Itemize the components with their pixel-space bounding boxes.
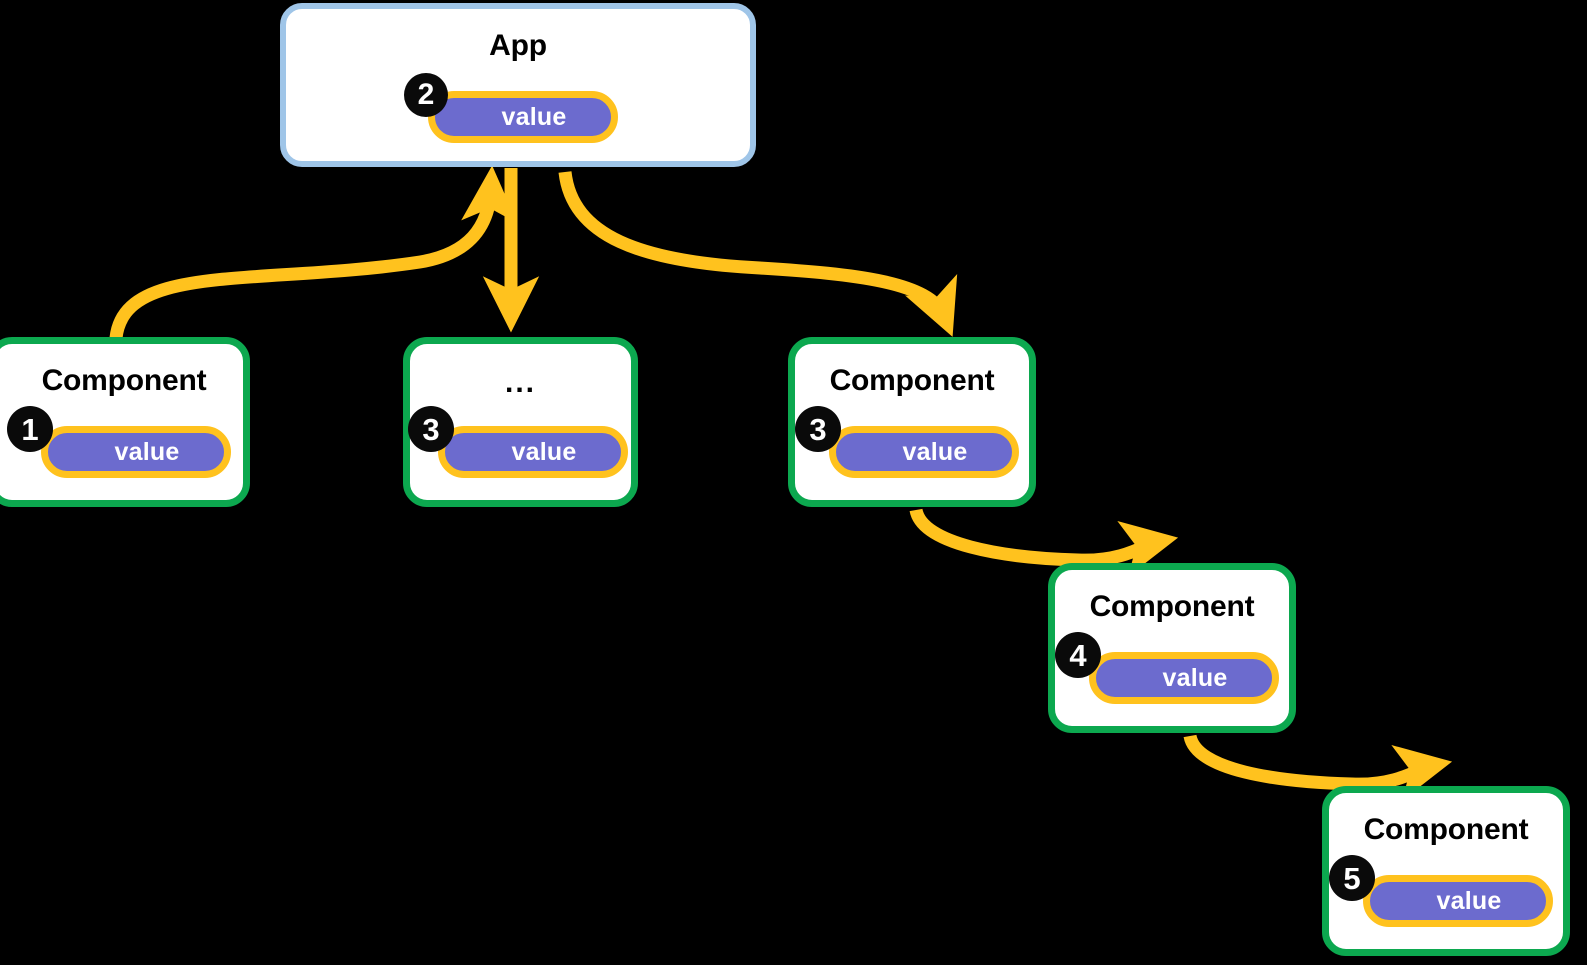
node-app-value-label: value [501, 102, 567, 131]
node-component-4-title: Component [1089, 590, 1255, 623]
node-component-dots-badge: 3 [408, 406, 454, 452]
node-component-5-value-label: value [1436, 886, 1502, 915]
node-component-1[interactable]: Component 1 value [0, 337, 250, 507]
arrow-app-to-component3 [558, 171, 958, 337]
node-component-3-badge: 3 [795, 406, 841, 452]
node-component-5[interactable]: Component 5 value [1322, 786, 1570, 956]
node-component-1-badge: 1 [7, 406, 53, 452]
node-component-dots-title: ... [504, 366, 536, 399]
node-component-dots-value-pill[interactable]: value [438, 426, 628, 478]
node-component-3-value-label: value [902, 437, 968, 466]
node-app-badge: 2 [404, 73, 448, 117]
node-component-5-value-pill[interactable]: value [1363, 875, 1553, 927]
node-component-4[interactable]: Component 4 value [1048, 563, 1296, 733]
node-component-3-value-pill[interactable]: value [829, 426, 1019, 478]
node-component-5-badge: 5 [1329, 855, 1375, 901]
node-component-dots-value-label: value [511, 437, 577, 466]
node-component-5-title: Component [1363, 813, 1529, 846]
node-component-1-title: Component [41, 364, 207, 397]
node-component-3-title: Component [829, 364, 995, 397]
node-component-3[interactable]: Component 3 value [788, 337, 1036, 507]
node-component-4-value-label: value [1162, 663, 1228, 692]
node-app[interactable]: App 2 value [280, 3, 756, 167]
node-component-dots[interactable]: ... 3 value [403, 337, 638, 507]
node-component-1-value-label: value [114, 437, 180, 466]
node-component-1-value-pill[interactable]: value [41, 426, 231, 478]
node-component-4-badge: 4 [1055, 632, 1101, 678]
node-app-title: App [489, 29, 547, 62]
arrow-component3-to-component4 [909, 507, 1179, 577]
arrow-component1-to-app [109, 165, 518, 340]
node-component-4-value-pill[interactable]: value [1089, 652, 1279, 704]
node-app-value-pill[interactable]: value [428, 91, 618, 143]
arrow-component4-to-component5 [1183, 733, 1453, 801]
